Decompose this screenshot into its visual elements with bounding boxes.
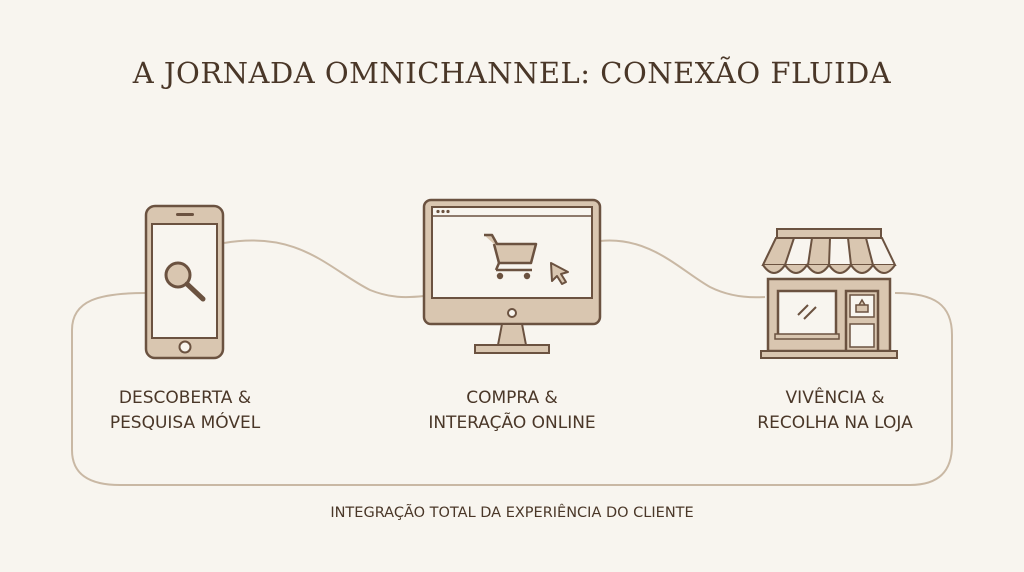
step-label-store: VIVÊNCIA & RECOLHA NA LOJA — [715, 386, 955, 436]
smartphone-search-icon — [144, 204, 225, 360]
journey-loop-line — [71, 292, 953, 486]
step-label-line1: COMPRA & — [466, 388, 558, 408]
connector-monitor-store — [599, 239, 766, 299]
step-label-line1: VIVÊNCIA & — [785, 388, 885, 408]
step-label-line2: PESQUISA MÓVEL — [109, 413, 261, 433]
step-label-online: COMPRA & INTERAÇÃO ONLINE — [392, 386, 632, 436]
connector-phone-monitor — [223, 239, 425, 299]
step-label-line2: RECOLHA NA LOJA — [757, 413, 913, 433]
footer-caption: INTEGRAÇÃO TOTAL DA EXPERIÊNCIA DO CLIEN… — [330, 505, 694, 521]
page-title: A JORNADA OMNICHANNEL: CONEXÃO FLUIDA — [132, 56, 892, 90]
step-label-line1: DESCOBERTA & — [118, 388, 252, 408]
monitor-cart-icon — [422, 198, 602, 354]
step-label-line2: INTERAÇÃO ONLINE — [428, 413, 596, 433]
step-label-mobile: DESCOBERTA & PESQUISA MÓVEL — [65, 386, 305, 436]
storefront-icon — [760, 228, 898, 359]
